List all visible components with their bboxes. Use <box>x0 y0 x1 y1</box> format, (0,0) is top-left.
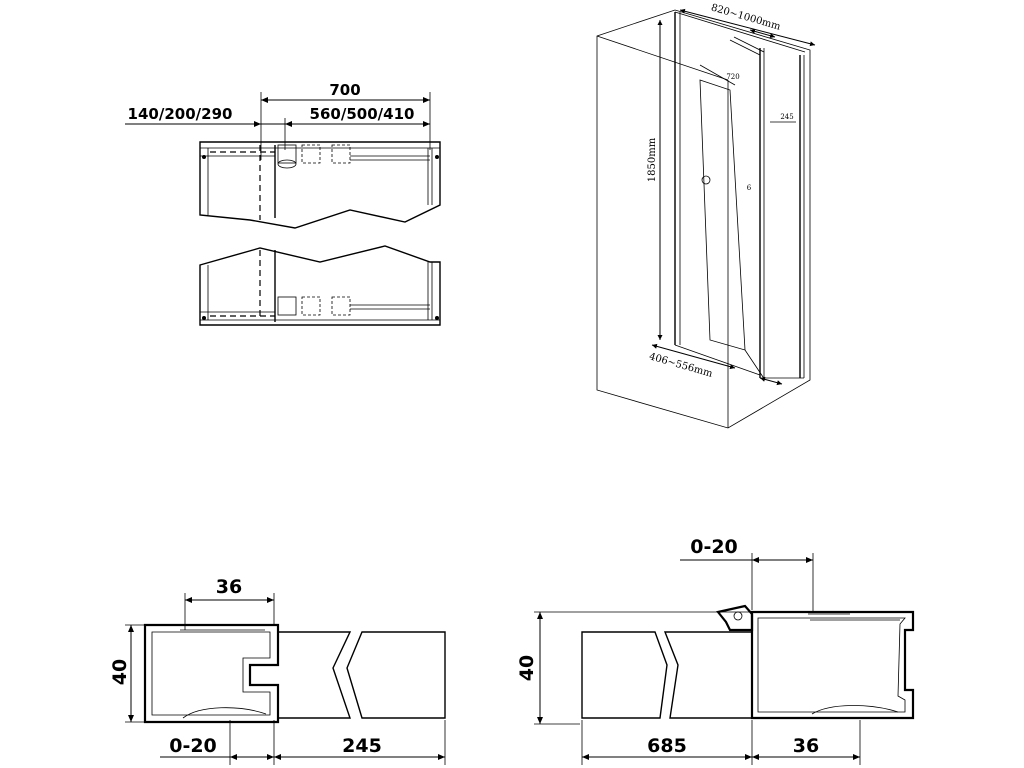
detail-right-panel-label: 685 <box>647 735 687 757</box>
plan-view-group: 700 140/200/290 560/500/410 <box>125 81 441 326</box>
detail-right-adjust-label: 0-20 <box>690 536 738 558</box>
detail-left-adjust-label: 0-20 <box>169 735 217 757</box>
profile-detail-right: 0-20 40 685 36 <box>516 536 915 765</box>
detail-right-height-label: 40 <box>516 655 538 681</box>
plan-view-lower <box>199 245 441 326</box>
plan-view-upper <box>199 141 441 229</box>
profile-detail-left: 36 40 0-20 245 <box>109 576 446 765</box>
dim-left-offset-label: 140/200/290 <box>128 105 233 123</box>
dim-height-label: 1850mm <box>647 137 658 182</box>
dim-width-range-label: 820~1000mm <box>710 2 783 33</box>
detail-right-profile-width-label: 36 <box>793 735 819 757</box>
dim-angle-label: 720 <box>726 73 739 81</box>
dim-total-label: 700 <box>329 81 360 99</box>
dim-glass-label: 6 <box>747 184 752 192</box>
detail-left-profile-width-label: 36 <box>216 576 242 598</box>
detail-left-height-label: 40 <box>109 659 131 685</box>
dim-door-width-label: 560/500/410 <box>310 105 415 123</box>
isometric-view: 820~1000mm 1850mm 406~556mm 720 245 6 <box>596 2 816 429</box>
detail-left-panel-label: 245 <box>342 735 382 757</box>
dim-side-label: 245 <box>780 113 793 121</box>
